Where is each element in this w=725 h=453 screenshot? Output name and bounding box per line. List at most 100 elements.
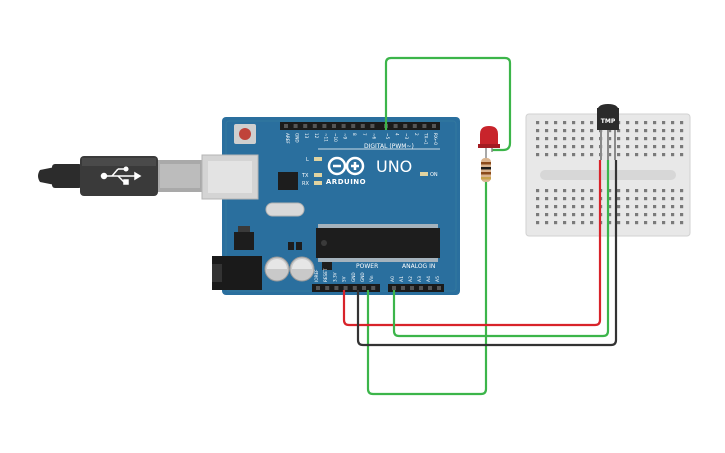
wire-green-a0[interactable]: [392, 160, 610, 338]
breadboard-hole[interactable]: [581, 205, 585, 209]
breadboard-hole[interactable]: [572, 213, 576, 217]
breadboard-hole[interactable]: [617, 145, 621, 149]
digital-pin-hole[interactable]: [360, 124, 365, 128]
breadboard-hole[interactable]: [653, 213, 657, 217]
breadboard-hole[interactable]: [617, 153, 621, 157]
usb-cable[interactable]: [38, 156, 202, 196]
breadboard-hole[interactable]: [590, 205, 594, 209]
breadboard-hole[interactable]: [653, 129, 657, 133]
breadboard-hole[interactable]: [572, 145, 576, 149]
breadboard-hole[interactable]: [635, 145, 639, 149]
analog-pin-hole[interactable]: [428, 286, 432, 290]
breadboard-hole[interactable]: [644, 221, 648, 225]
breadboard-hole[interactable]: [653, 153, 657, 157]
breadboard-hole[interactable]: [581, 153, 585, 157]
breadboard-hole[interactable]: [563, 213, 567, 217]
breadboard-hole[interactable]: [653, 189, 657, 193]
digital-pin-hole[interactable]: [293, 124, 298, 128]
breadboard-hole[interactable]: [644, 145, 648, 149]
breadboard-hole[interactable]: [626, 145, 630, 149]
breadboard-hole[interactable]: [590, 145, 594, 149]
analog-pin-hole[interactable]: [437, 286, 441, 290]
breadboard-hole[interactable]: [635, 189, 639, 193]
breadboard-hole[interactable]: [536, 205, 540, 209]
power-pin-hole[interactable]: [334, 286, 339, 290]
breadboard-hole[interactable]: [572, 189, 576, 193]
breadboard-hole[interactable]: [536, 137, 540, 141]
breadboard-hole[interactable]: [662, 205, 666, 209]
breadboard-hole[interactable]: [671, 129, 675, 133]
breadboard-hole[interactable]: [581, 197, 585, 201]
breadboard-hole[interactable]: [626, 213, 630, 217]
breadboard-hole[interactable]: [590, 221, 594, 225]
breadboard-hole[interactable]: [653, 145, 657, 149]
breadboard-hole[interactable]: [554, 121, 558, 125]
analog-header[interactable]: [388, 284, 444, 292]
breadboard-hole[interactable]: [644, 137, 648, 141]
breadboard-hole[interactable]: [554, 221, 558, 225]
breadboard-hole[interactable]: [671, 197, 675, 201]
breadboard-hole[interactable]: [653, 221, 657, 225]
breadboard-hole[interactable]: [680, 197, 684, 201]
breadboard-hole[interactable]: [617, 205, 621, 209]
breadboard-hole[interactable]: [581, 189, 585, 193]
wire-red-5v[interactable]: [342, 160, 602, 327]
breadboard-hole[interactable]: [626, 221, 630, 225]
breadboard-hole[interactable]: [572, 221, 576, 225]
wire-green-led-bottom[interactable]: [366, 180, 488, 396]
breadboard-hole[interactable]: [653, 137, 657, 141]
digital-pin-hole[interactable]: [312, 124, 317, 128]
digital-pin-hole[interactable]: [422, 124, 427, 128]
digital-pin-hole[interactable]: [370, 124, 375, 128]
breadboard-hole[interactable]: [590, 121, 594, 125]
breadboard-hole[interactable]: [581, 137, 585, 141]
breadboard-hole[interactable]: [680, 121, 684, 125]
breadboard-hole[interactable]: [563, 129, 567, 133]
breadboard-hole[interactable]: [626, 153, 630, 157]
breadboard-hole[interactable]: [635, 129, 639, 133]
breadboard-hole[interactable]: [572, 129, 576, 133]
breadboard-hole[interactable]: [563, 121, 567, 125]
breadboard-hole[interactable]: [617, 197, 621, 201]
digital-header[interactable]: [280, 122, 440, 130]
breadboard-hole[interactable]: [635, 221, 639, 225]
breadboard-hole[interactable]: [653, 121, 657, 125]
analog-pin-hole[interactable]: [419, 286, 423, 290]
breadboard-hole[interactable]: [635, 137, 639, 141]
breadboard-hole[interactable]: [536, 145, 540, 149]
breadboard-hole[interactable]: [581, 221, 585, 225]
breadboard-hole[interactable]: [644, 129, 648, 133]
breadboard-hole[interactable]: [545, 189, 549, 193]
breadboard-hole[interactable]: [608, 205, 612, 209]
breadboard-hole[interactable]: [581, 145, 585, 149]
digital-pin-hole[interactable]: [403, 124, 408, 128]
breadboard-hole[interactable]: [563, 153, 567, 157]
breadboard-hole[interactable]: [680, 221, 684, 225]
digital-pin-hole[interactable]: [341, 124, 346, 128]
wire-black-gnd[interactable]: [356, 160, 618, 347]
breadboard-hole[interactable]: [608, 197, 612, 201]
breadboard-hole[interactable]: [572, 197, 576, 201]
power-pin-hole[interactable]: [325, 286, 330, 290]
breadboard-hole[interactable]: [626, 137, 630, 141]
breadboard-hole[interactable]: [617, 221, 621, 225]
digital-pin-hole[interactable]: [432, 124, 436, 128]
breadboard-hole[interactable]: [671, 221, 675, 225]
breadboard-hole[interactable]: [590, 137, 594, 141]
breadboard-hole[interactable]: [545, 205, 549, 209]
breadboard-hole[interactable]: [626, 197, 630, 201]
breadboard-hole[interactable]: [563, 137, 567, 141]
breadboard-hole[interactable]: [662, 121, 666, 125]
breadboard-hole[interactable]: [554, 205, 558, 209]
breadboard-hole[interactable]: [671, 145, 675, 149]
power-pin-hole[interactable]: [316, 286, 320, 290]
breadboard-hole[interactable]: [662, 213, 666, 217]
breadboard-hole[interactable]: [563, 145, 567, 149]
power-pin-hole[interactable]: [352, 286, 357, 290]
breadboard-hole[interactable]: [671, 213, 675, 217]
breadboard-hole[interactable]: [572, 121, 576, 125]
breadboard-hole[interactable]: [635, 197, 639, 201]
breadboard-hole[interactable]: [563, 189, 567, 193]
breadboard-hole[interactable]: [680, 153, 684, 157]
breadboard-hole[interactable]: [662, 197, 666, 201]
